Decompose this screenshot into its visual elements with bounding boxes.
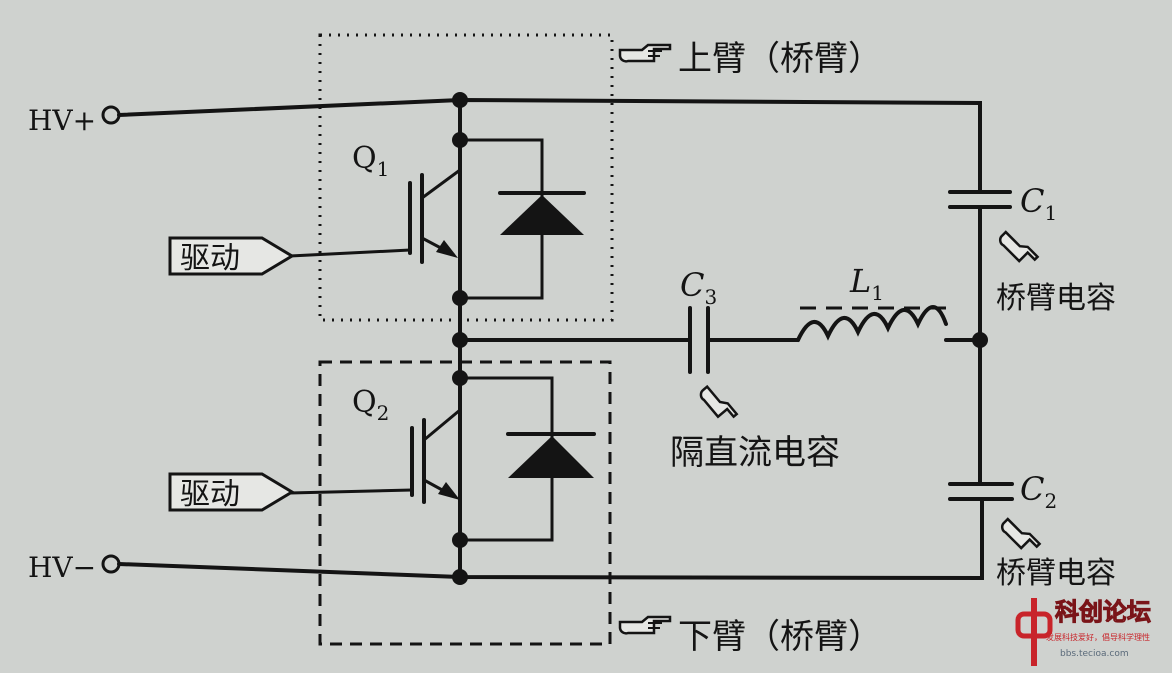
pointing-hand-icon xyxy=(999,230,1040,263)
logo-slogan: 发展科技爱好，倡导科学理性 xyxy=(1046,632,1150,642)
c3-note: 隔直流电容 xyxy=(670,433,840,473)
logo-brand: 科创论坛 xyxy=(1055,598,1151,626)
pointing-hand-icon xyxy=(699,384,739,419)
drive-box-upper xyxy=(168,236,295,276)
logo-mark-icon xyxy=(1015,598,1053,666)
q2-igbt xyxy=(289,408,461,504)
capacitor-c1 xyxy=(948,101,1012,209)
drive-box-lower xyxy=(168,472,295,512)
inductor-l1 xyxy=(796,305,948,342)
c3-label: C3 xyxy=(680,266,717,309)
q1-diode xyxy=(460,138,586,300)
upper-arm-box xyxy=(318,33,614,322)
pointing-hand-icon xyxy=(618,615,672,635)
capacitor-c3 xyxy=(688,306,710,374)
c2-note: 桥臂电容 xyxy=(996,556,1116,591)
q2-label: Q2 xyxy=(352,385,389,425)
q1-igbt xyxy=(289,168,461,264)
c1-label: C1 xyxy=(1020,182,1057,225)
drive-label-lower: 驱动 xyxy=(180,477,240,512)
drive-label-upper: 驱动 xyxy=(180,241,240,276)
junction-dots xyxy=(452,92,988,585)
hv-negative-label: HV− xyxy=(28,551,96,584)
hv-negative-rail xyxy=(101,498,984,581)
hv-positive-label: HV+ xyxy=(28,104,96,137)
q2-diode xyxy=(460,376,596,542)
c1-note: 桥臂电容 xyxy=(996,281,1116,316)
capacitor-c2 xyxy=(948,482,1014,501)
q1-label: Q1 xyxy=(352,141,389,181)
upper-arm-label: 上臂（桥臂） xyxy=(678,39,882,79)
pointing-hand-icon xyxy=(618,43,672,63)
watermark-logo: 科创论坛 发展科技爱好，倡导科学理性 bbs.tecioa.com xyxy=(1015,598,1152,666)
lower-arm-box xyxy=(318,360,612,646)
l1-label: L1 xyxy=(849,262,884,305)
lower-arm-label: 下臂（桥臂） xyxy=(678,617,882,657)
c2-label: C2 xyxy=(1020,470,1057,513)
pointing-hand-icon xyxy=(1001,517,1042,550)
logo-url: bbs.tecioa.com xyxy=(1060,649,1129,659)
